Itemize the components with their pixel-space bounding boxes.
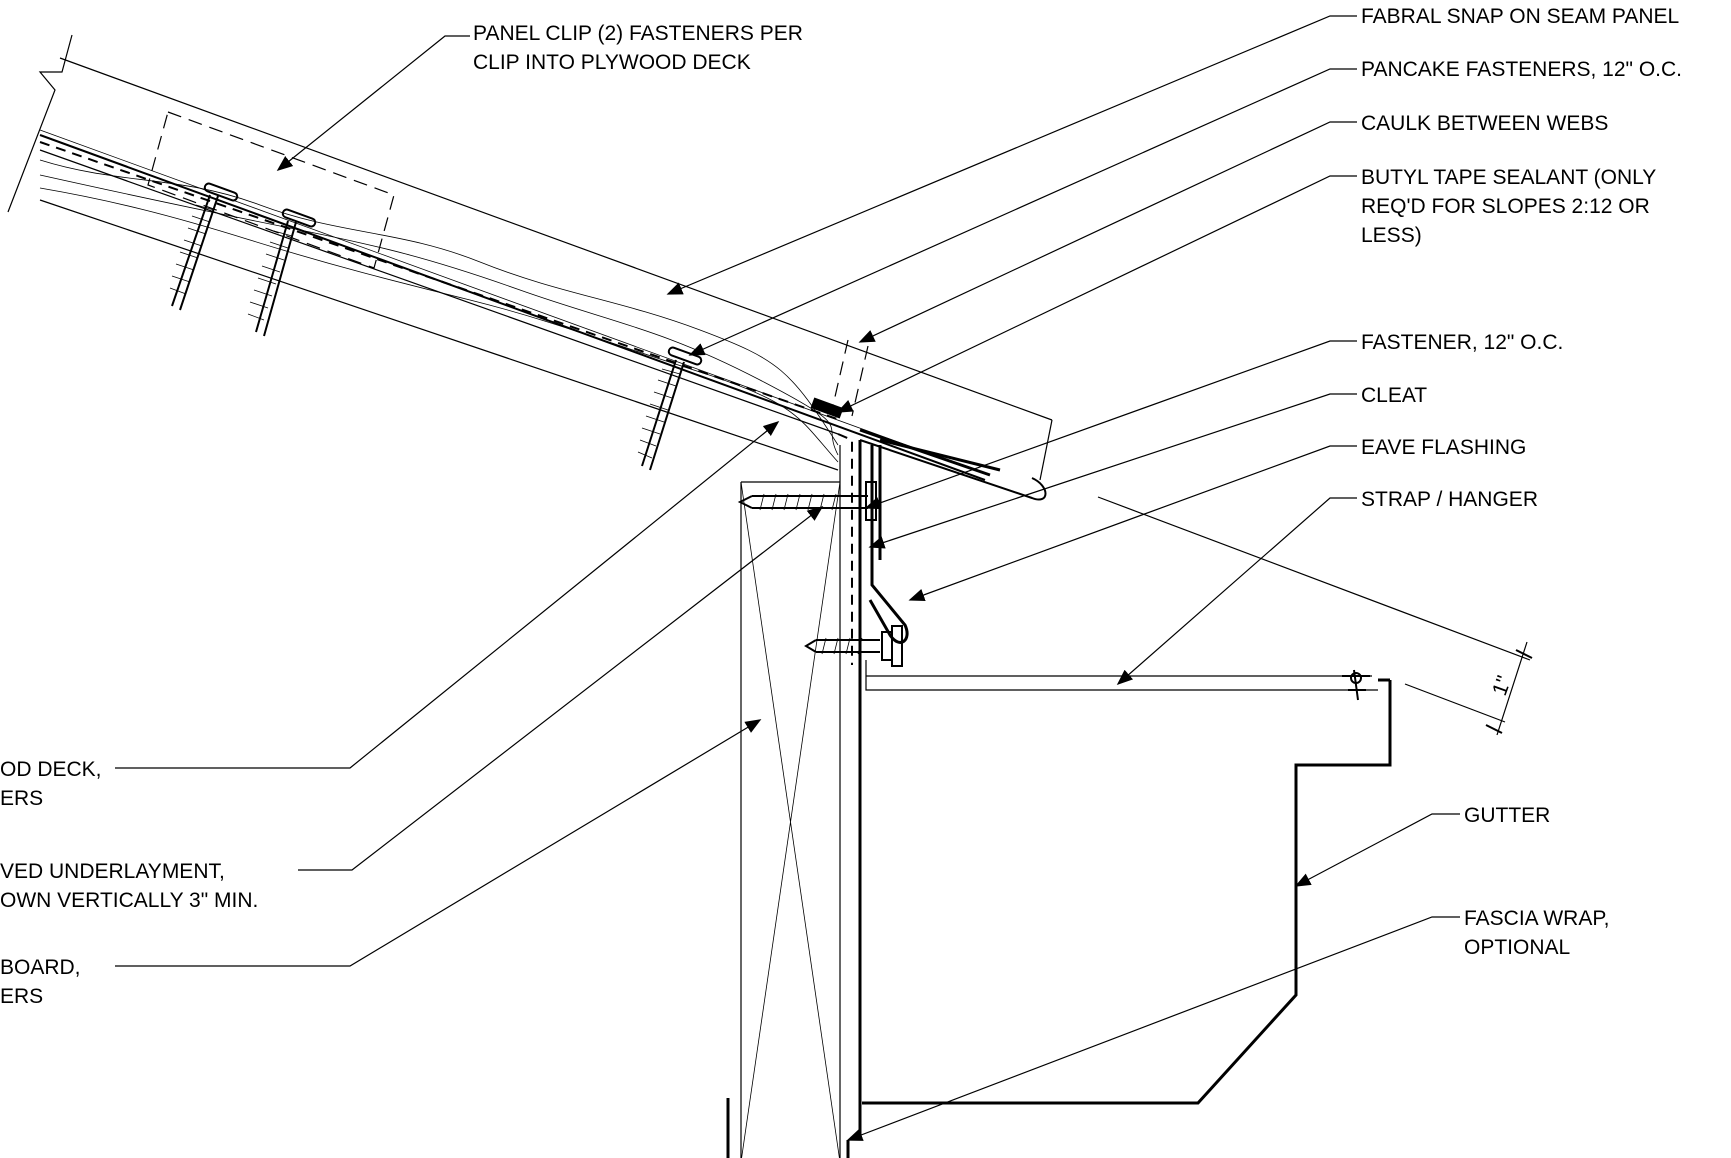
label-board-2: ERS bbox=[0, 985, 43, 1008]
deck-bottom bbox=[39, 199, 839, 471]
break-line bbox=[7, 34, 73, 213]
gutter bbox=[862, 660, 1392, 1105]
clip-screw bbox=[169, 182, 239, 311]
flashing-assembly bbox=[726, 433, 1001, 1158]
clip-screw bbox=[247, 208, 317, 337]
label-underlay-2: OWN VERTICALLY 3" MIN. bbox=[0, 889, 258, 912]
wood-grain bbox=[39, 174, 839, 456]
leader-eave bbox=[908, 445, 1357, 602]
strap-screw bbox=[804, 625, 903, 667]
fascia-board bbox=[740, 445, 841, 1158]
label-gutter: GUTTER bbox=[1464, 804, 1550, 827]
leader-panel-clip bbox=[276, 35, 470, 172]
label-pancake: PANCAKE FASTENERS, 12" O.C. bbox=[1361, 58, 1682, 81]
label-eave: EAVE FLASHING bbox=[1361, 436, 1526, 459]
strap-hanger bbox=[865, 660, 1378, 691]
eave-flashing bbox=[868, 445, 909, 644]
dim-ticks bbox=[1485, 649, 1533, 734]
underlayment-line bbox=[39, 141, 841, 421]
caulk-bead bbox=[810, 397, 844, 419]
leader-cleat bbox=[868, 393, 1357, 549]
dim-ext-lower bbox=[1404, 683, 1506, 723]
dim-line bbox=[1496, 641, 1528, 736]
label-panel-clip-1: PANEL CLIP (2) FASTENERS PER bbox=[473, 22, 803, 45]
label-panel-clip-2: CLIP INTO PLYWOOD DECK bbox=[473, 51, 751, 74]
leader-strap bbox=[1116, 497, 1357, 686]
label-butyl-2: REQ'D FOR SLOPES 2:12 OR bbox=[1361, 195, 1650, 218]
leader-deck bbox=[115, 420, 780, 769]
dimension-1in: 1" bbox=[1097, 496, 1533, 736]
label-underlay-1: VED UNDERLAYMENT, bbox=[0, 860, 225, 883]
wood-grain bbox=[39, 159, 839, 446]
leader-fabral bbox=[666, 15, 1357, 295]
label-strap: STRAP / HANGER bbox=[1361, 488, 1538, 511]
dim-ext-upper bbox=[1097, 496, 1531, 661]
label-butyl-1: BUTYL TAPE SEALANT (ONLY bbox=[1361, 166, 1656, 189]
leader-caulk bbox=[858, 121, 1357, 343]
leader-board bbox=[115, 719, 762, 967]
panel-rib-top bbox=[59, 57, 1053, 421]
panel-surface bbox=[39, 134, 986, 481]
dim-text: 1" bbox=[1488, 673, 1516, 699]
gutter-profile bbox=[862, 680, 1392, 1105]
label-board-1: BOARD, bbox=[0, 956, 81, 979]
seam-hidden-lines bbox=[831, 339, 869, 417]
roof-assembly bbox=[7, 34, 1053, 501]
panel-hem bbox=[859, 439, 1047, 501]
label-fascia-wrap-2: OPTIONAL bbox=[1464, 936, 1570, 959]
label-caulk: CAULK BETWEEN WEBS bbox=[1361, 112, 1608, 135]
label-fascia-wrap-1: FASCIA WRAP, bbox=[1464, 907, 1610, 930]
label-fastener: FASTENER, 12" O.C. bbox=[1361, 331, 1563, 354]
leader-fastener bbox=[864, 340, 1357, 510]
fascia-cross bbox=[740, 481, 841, 1158]
callout-labels: PANEL CLIP (2) FASTENERS PER CLIP INTO P… bbox=[0, 5, 1682, 1008]
label-butyl-3: LESS) bbox=[1361, 224, 1422, 247]
panel-surface-upper bbox=[39, 129, 921, 451]
leader-gutter bbox=[1294, 813, 1460, 887]
fascia-screw bbox=[737, 481, 877, 521]
gutter-rivet bbox=[1342, 669, 1370, 701]
panel-rib-end bbox=[1039, 419, 1053, 481]
wood-grain bbox=[39, 187, 839, 463]
leaders bbox=[115, 15, 1460, 1141]
pancake-screw bbox=[637, 346, 703, 471]
label-cleat: CLEAT bbox=[1361, 384, 1427, 407]
leader-fascia-wrap bbox=[846, 916, 1460, 1141]
panel-clip-hidden bbox=[147, 111, 395, 269]
label-fabral: FABRAL SNAP ON SEAM PANEL bbox=[1361, 5, 1679, 28]
underlayment-down bbox=[837, 433, 853, 665]
cleat-top bbox=[879, 438, 1001, 472]
label-deck-2: ERS bbox=[0, 787, 43, 810]
leader-underlayment bbox=[298, 506, 824, 871]
fascia-wrap-bottom bbox=[726, 1098, 850, 1158]
label-deck-1: OD DECK, bbox=[0, 758, 102, 781]
fascia-outline bbox=[740, 445, 841, 1158]
leader-butyl bbox=[836, 175, 1357, 413]
leader-pancake bbox=[688, 68, 1357, 356]
